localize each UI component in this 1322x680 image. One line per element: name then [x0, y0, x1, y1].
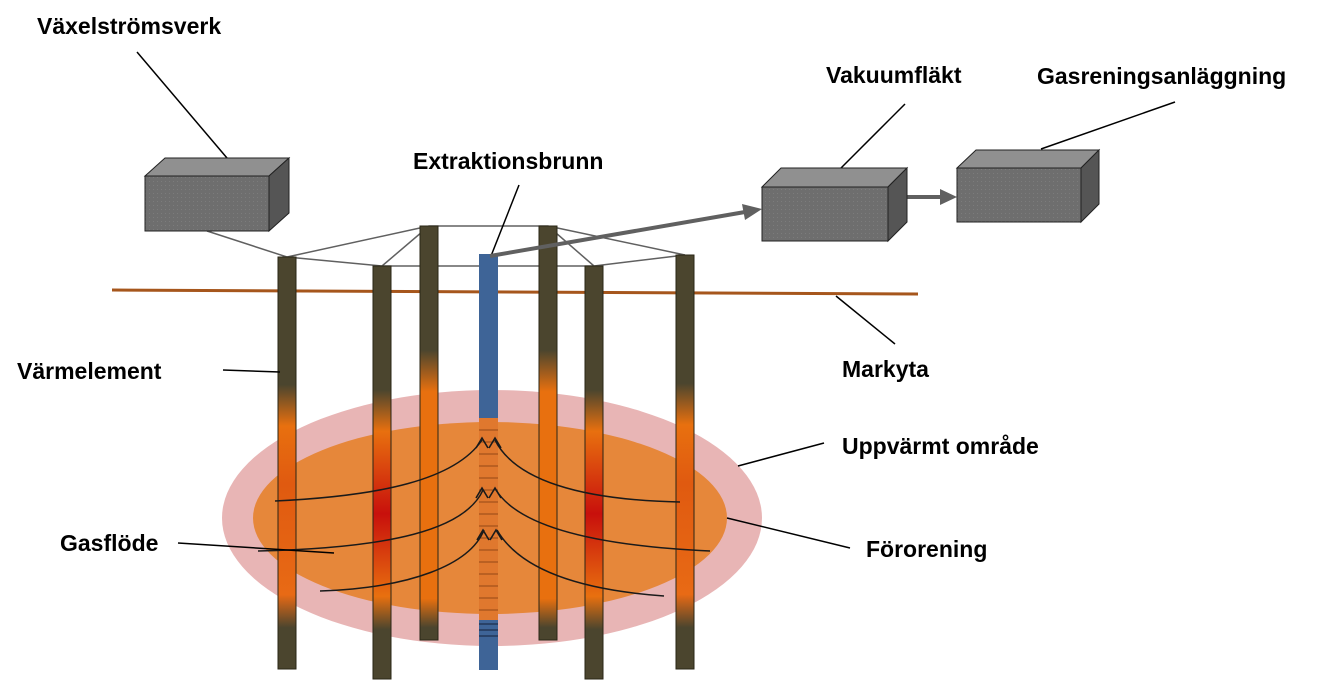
label-gas-flow: Gasflöde	[60, 530, 158, 556]
leader-lines	[136, 51, 1176, 554]
heating-element-rod	[675, 254, 695, 670]
label-vacuum-fan: Vakuumfläkt	[826, 62, 962, 88]
chevron-up-icon	[475, 436, 503, 541]
gas-treatment-box	[955, 148, 1101, 224]
arrowhead	[742, 204, 762, 220]
heating-element-rod	[277, 256, 297, 670]
label-heated-zone: Uppvärmt område	[842, 433, 1039, 459]
label-extraction-well: Extraktionsbrunn	[413, 148, 603, 174]
label-contamination: Förorening	[866, 536, 987, 562]
label-power-unit: Växelströmsverk	[37, 13, 221, 39]
heating-element-rod	[538, 225, 558, 641]
extraction-well-screen	[479, 418, 498, 620]
gas-flow-lines	[257, 439, 711, 597]
heating-element-rod	[372, 265, 392, 680]
ground-surface-line	[111, 288, 919, 296]
vacuum-fan-box	[760, 166, 909, 243]
extraction-well-slots-lower	[479, 623, 498, 637]
extraction-pipe-arrow	[489, 210, 746, 258]
power-unit-box	[143, 156, 291, 233]
heating-element-rod	[584, 265, 604, 680]
label-heating-element: Värmelement	[17, 358, 162, 384]
label-ground-surface: Markyta	[842, 356, 929, 382]
label-gas-treatment: Gasreningsanläggning	[1037, 63, 1286, 89]
extraction-well-slots	[479, 429, 498, 611]
heating-element-rod	[419, 225, 439, 641]
arrowhead	[940, 189, 957, 205]
